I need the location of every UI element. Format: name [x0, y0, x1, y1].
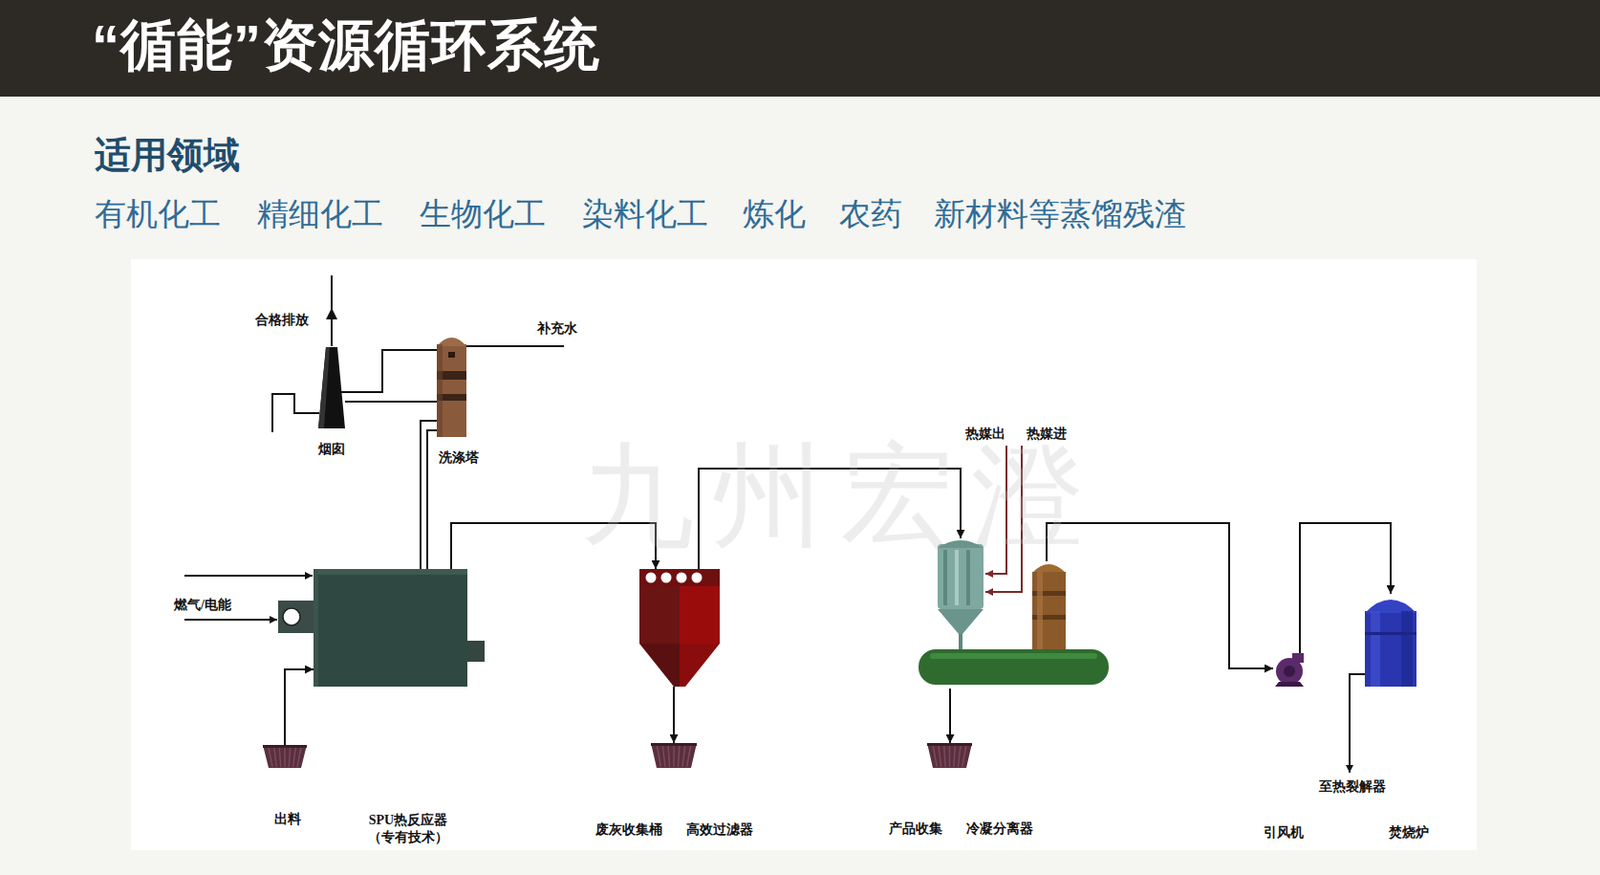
pipe-label: 补充水 — [537, 320, 578, 338]
component-label: 产品收集 — [888, 820, 943, 838]
incinerator: 焚烧炉 — [1364, 593, 1417, 687]
component-label: 废灰收集桶 — [595, 821, 663, 839]
dust-filter-shape — [639, 568, 720, 687]
burner — [278, 600, 315, 633]
energy-line — [184, 618, 278, 621]
component-label: SPU热反应器 （专有技术） — [357, 811, 459, 846]
chimney-shape — [318, 346, 346, 429]
gas-pipe — [341, 349, 437, 392]
watermark: 九州宏澄 — [581, 420, 1102, 574]
flow-pipe — [949, 688, 952, 743]
flow-pipe — [672, 686, 675, 743]
exhaust-arrow — [325, 307, 338, 320]
field-item: 有机化工 — [94, 193, 221, 237]
pipe-label: 燃气/电能 — [173, 596, 232, 614]
induced-draft-fan: 引风机 — [1273, 652, 1307, 687]
condenser-separator: 冷凝分离器 — [918, 538, 1109, 689]
fuel-line — [184, 574, 313, 577]
chimney: 烟囱 — [318, 346, 346, 429]
component-label: 引风机 — [1263, 823, 1304, 842]
diagram-ground — [130, 259, 1477, 850]
product-bucket: 产品收集 — [927, 742, 973, 768]
component-label: 焚烧炉 — [1388, 823, 1429, 842]
component-label: 高效过滤器 — [686, 821, 754, 839]
cracker-line — [1349, 673, 1365, 773]
scrubber: 洗涤塔 — [436, 334, 467, 437]
flow-pipe — [345, 400, 437, 403]
pipe-label: 至热裂解器 — [1318, 778, 1386, 796]
component-label: 出料 — [274, 810, 302, 828]
component-label: 冷凝分离器 — [966, 820, 1034, 838]
ash-bucket: 废灰收集桶 — [650, 742, 697, 768]
discharge-bucket: 出料 — [262, 744, 307, 768]
gas-pipe-2 — [427, 430, 437, 569]
induced-draft-fan-shape — [1273, 652, 1307, 687]
field-item: 精细化工 — [257, 193, 384, 237]
field-item: 新材料等蒸馏残渣 — [933, 193, 1187, 237]
discharge-bucket-shape — [262, 744, 307, 768]
bypass-pipe — [272, 393, 320, 433]
flow-pipe — [284, 669, 314, 745]
incinerator-shape — [1364, 593, 1417, 687]
field-item: 农药 — [839, 193, 903, 237]
section-heading: 适用领域 — [94, 130, 240, 180]
field-item: 染料化工 — [582, 193, 709, 237]
pipe-label: 合格排放 — [255, 311, 309, 329]
reactor-outlet — [467, 640, 485, 662]
ash-bucket-shape — [650, 742, 697, 768]
page-title: “循能”资源循环系统 — [91, 8, 601, 84]
component-label: 洗涤塔 — [438, 449, 479, 467]
field-item: 炼化 — [742, 193, 806, 237]
flow-pipe — [420, 420, 437, 569]
thermal-reactor-shape — [313, 568, 468, 687]
condenser-separator-shape — [918, 538, 1109, 689]
field-item: 生物化工 — [419, 193, 546, 237]
burner-port — [282, 607, 301, 626]
thermal-reactor: SPU热反应器 （专有技术） — [313, 568, 468, 687]
component-label: 烟囱 — [318, 440, 346, 458]
scrubber-shape — [436, 334, 467, 437]
dust-filter: 高效过滤器 — [639, 568, 720, 687]
water-line — [466, 345, 564, 347]
product-bucket-shape — [927, 742, 973, 768]
